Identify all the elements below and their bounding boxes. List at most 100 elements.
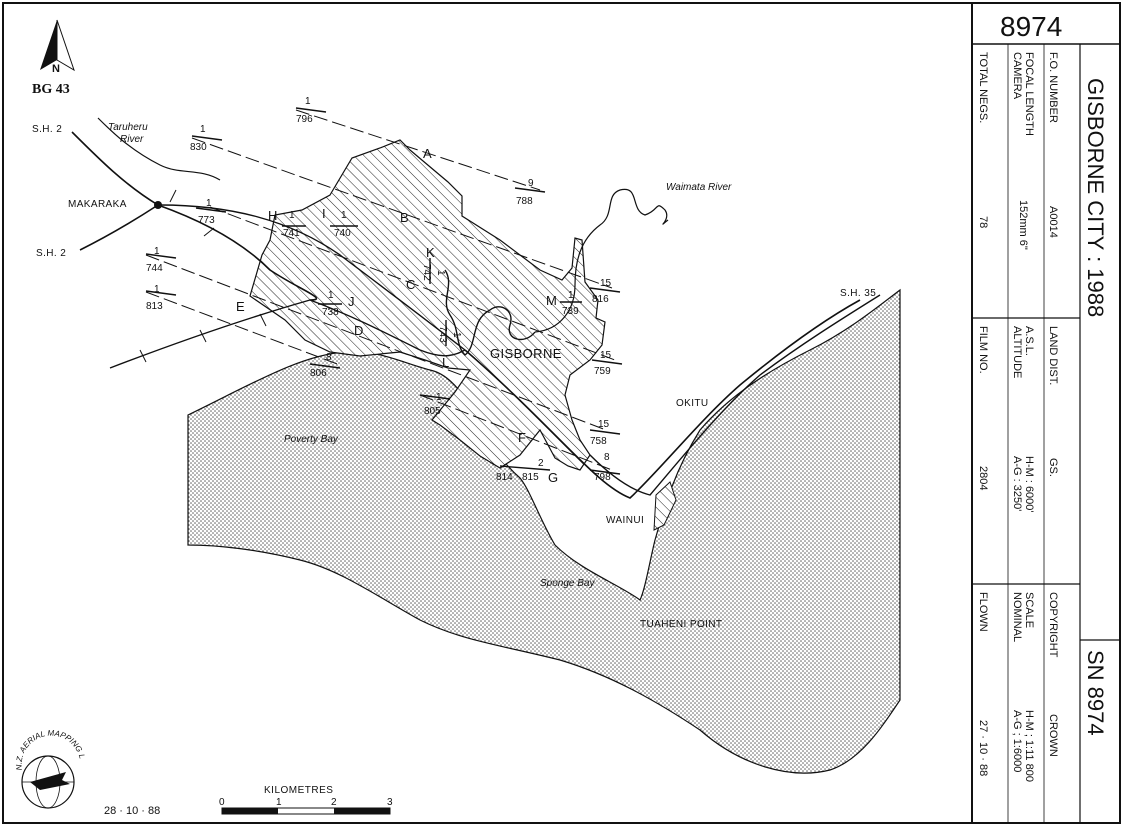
frame-b-start-bot: 830 [190,142,207,153]
state-highway-2-west [79,204,159,251]
frame-f-end-top: 8 [604,452,610,463]
flight-line-markers [145,107,623,475]
frame-h-top: 1 [289,210,295,221]
altitude-label-1: ALTITUDE [1011,326,1023,378]
state-highway-35 [464,299,861,499]
flight-strip-labels: A B C D E F G H I J K L M [236,146,558,485]
road-north [159,204,466,351]
scale-tick-2: 2 [331,797,337,808]
copyright-label: COPYRIGHT [1047,592,1059,658]
frame-d-end-top: 15 [598,419,610,430]
frame-e-end-top: 8 [326,352,332,363]
frame-m-bot: 739 [562,306,579,317]
scale-label-1: NOMINAL [1011,592,1023,642]
strip-e-line [145,291,341,366]
strip-c-label: C [406,277,415,292]
label-taruheru: Taruheru [108,122,148,133]
sheet-id: BG 43 [32,82,70,97]
frame-c-start-top: 1 [206,198,212,209]
city-coverage-area [249,139,606,471]
frame-j-top: 1 [328,290,334,301]
total-negs-label: TOTAL NEGS. [977,52,989,123]
frame-c-start-bot: 773 [198,215,215,226]
taruheru-river [97,117,221,181]
railway-ticks [139,189,267,363]
label-gisborne: GISBORNE [490,346,562,361]
frame-i-top: 1 [341,210,347,221]
frame-g-start: 814 [496,472,513,483]
scale-value-2: H-M ; 1:11 800 [1023,710,1035,782]
camera-label-1: CAMERA [1011,52,1023,100]
strip-i-label: I [322,206,326,221]
frame-h-bot: 741 [283,228,300,239]
frame-j-bot: 738 [322,307,339,318]
altitude-label-2: A.S.L. [1023,326,1035,356]
frame-g-end: 815 [522,472,539,483]
place-names: MAKARAKA GISBORNE OKITU WAINUI TUAHENI P… [32,122,876,630]
label-sh2-left: S.H. 2 [36,248,66,259]
frame-numbers: 1 796 9 788 1 830 15 816 1 773 15 759 1 … [146,96,612,483]
frame-b-start-top: 1 [200,124,206,135]
frame-f-start-top: 1 [436,392,442,403]
frame-e-start-top: 1 [154,284,160,295]
strip-e-label: E [236,299,245,314]
altitude-value-2: H-M : 6000' [1023,456,1035,513]
strip-b-line [191,137,613,289]
strip-b-label: B [400,210,409,225]
label-wainui: WAINUI [606,515,644,526]
total-negs-value: 78 [977,216,989,228]
panel-title: GISBORNE CITY : 1988 [1083,78,1108,317]
scale-value-1: A-G ; 1:6000 [1011,710,1023,772]
frame-k-bot: 742 [421,264,432,281]
frame-b-end-top: 15 [600,278,612,289]
strip-h-label: H [268,208,277,223]
strip-d-line [145,254,607,431]
scale-bar: KILOMETRES 0 1 2 3 [219,785,393,815]
coast-east [589,294,881,496]
scale-label-2: SCALE [1023,592,1035,628]
frame-f-start-bot: 805 [424,406,441,417]
north-label: N [52,63,60,75]
strip-d-label: D [354,323,363,338]
camera-value: 152mm 6" [1017,200,1029,250]
north-arrow: N BG 43 [32,19,75,97]
strip-a-line [295,109,541,191]
label-tuaheni-point: TUAHENI POINT [640,619,722,630]
frame-f-end-bot: 798 [594,472,611,483]
strip-k-label: K [426,245,435,260]
frame-b-end-bot: 816 [592,294,609,305]
frame-c-end-bot: 759 [594,366,611,377]
frame-a-start-bot: 796 [296,114,313,125]
frame-a-end-top: 9 [528,178,534,189]
info-panel: 8974 GISBORNE CITY : 1988 SN 8974 F.O. N… [971,2,1121,824]
frame-l-bot: 743 [437,326,448,343]
company-logo: N.Z. AERIAL MAPPING LTD. [0,0,87,809]
label-sh2-top: S.H. 2 [32,124,62,135]
strip-l-label: L [442,355,449,370]
land-dist-value: GS. [1047,458,1059,477]
scale-bar-title: KILOMETRES [264,785,333,796]
frame-g-top: 2 [538,458,544,469]
frame-a-start-top: 1 [305,96,311,107]
land-dist-label: LAND DIST. [1047,326,1059,385]
state-highway-2-north [71,131,318,301]
gisborne-river [444,269,536,356]
fo-number-label: F.O. NUMBER [1047,52,1059,123]
strip-f-line [419,394,613,471]
strip-j-label: J [348,294,355,309]
flown-label: FLOWN [977,592,989,632]
frame-d-end-bot: 758 [590,436,607,447]
frame-l-top: 1 [451,332,462,338]
makaraka-point [154,201,162,209]
fo-number-value: A0014 [1047,206,1059,238]
scale-tick-3: 3 [387,797,393,808]
frame-d-start-bot: 744 [146,263,163,274]
label-waimata-river: Waimata River [666,182,732,193]
flight-lines [145,109,616,471]
strip-g-label: G [548,470,558,485]
print-date: 28 · 10 · 88 [104,805,160,817]
film-no-value: 2804 [977,466,989,490]
logo-plane-icon [30,772,70,790]
copyright-value: CROWN [1047,714,1059,757]
